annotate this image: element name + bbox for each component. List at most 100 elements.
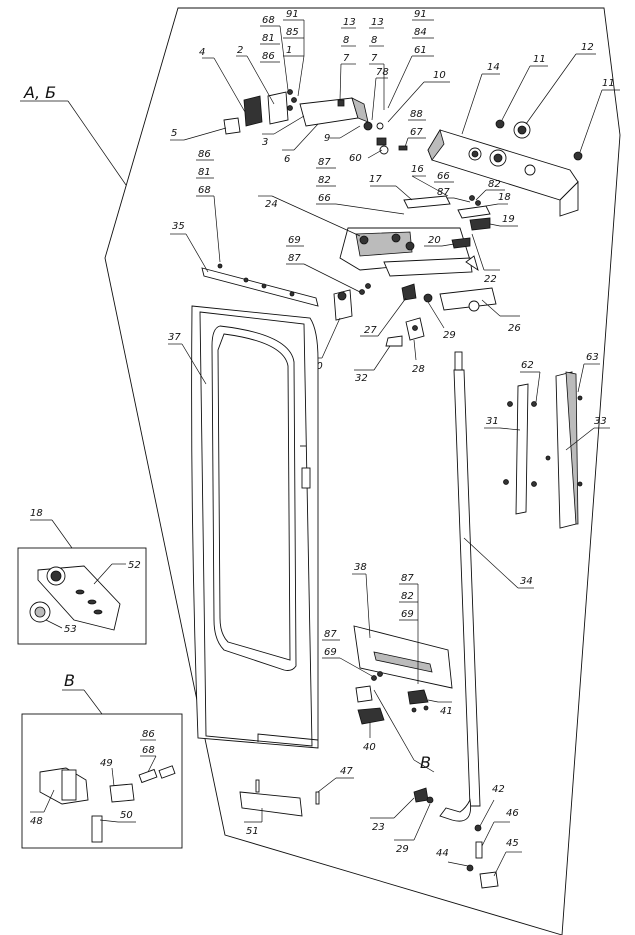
part-35-top-rail [170, 233, 319, 307]
callout-53: 53 [64, 624, 77, 635]
callout-27: 27 [364, 325, 377, 336]
callout-61: 61 [414, 45, 427, 56]
main-view-boundary [104, 7, 621, 935]
callout-52: 52 [128, 560, 141, 571]
part-24-lock-mechanism [258, 195, 473, 277]
part-4-cover [202, 57, 263, 127]
callout-88: 88 [410, 109, 423, 120]
part-5-small-plate [170, 117, 241, 141]
callout-50: 50 [120, 810, 133, 821]
callout-26: 26 [508, 323, 521, 334]
callout-9: 9 [324, 133, 330, 144]
callout-87d: 87 [401, 573, 414, 584]
callout-5: 5 [171, 128, 177, 139]
callout-13: 13 [343, 17, 356, 28]
callout-87e: 87 [324, 629, 337, 640]
callout-31: 31 [486, 416, 499, 427]
callout-82b: 82 [318, 175, 331, 186]
callout-86b: 86 [198, 149, 211, 160]
callout-7b: 7 [371, 53, 378, 64]
part-30-latch [310, 289, 353, 359]
callout-7: 7 [343, 53, 350, 64]
callout-11b: 11 [602, 78, 615, 89]
callout-3: 3 [262, 137, 268, 148]
callout-4: 4 [199, 47, 205, 58]
callout-69c: 69 [324, 647, 337, 658]
callout-32: 32 [355, 373, 368, 384]
callout-29: 29 [443, 330, 456, 341]
callout-44: 44 [436, 848, 449, 859]
part-37-door-leaf [168, 305, 319, 749]
callout-45: 45 [506, 838, 519, 849]
callout-6: 6 [284, 154, 290, 165]
callout-35: 35 [172, 221, 185, 232]
callout-37: 37 [168, 332, 181, 343]
callout-81: 81 [262, 33, 275, 44]
callout-23: 23 [372, 822, 385, 833]
screws-68-81-86 [287, 89, 297, 111]
callout-86: 86 [262, 51, 275, 62]
callout-91b: 91 [414, 9, 427, 20]
callout-28: 28 [412, 364, 425, 375]
part-26-rod-end [439, 287, 520, 317]
callout-29b: 29 [396, 844, 409, 855]
callout-40: 40 [363, 742, 376, 753]
callout-47: 47 [340, 766, 353, 777]
callout-87b: 87 [318, 157, 331, 168]
callout-8b: 8 [371, 35, 377, 46]
callout-85: 85 [286, 27, 299, 38]
callout-20: 20 [428, 235, 441, 246]
view-label-ab: А, Б [23, 83, 56, 102]
callout-17: 17 [369, 174, 382, 185]
callout-24: 24 [265, 199, 278, 210]
detail-18-label: 18 [30, 508, 43, 519]
part-33-side-panel [545, 371, 610, 529]
part-38-lower-plate [352, 573, 453, 689]
detail-b: В 48 49 86 68 50 [21, 671, 183, 849]
callout-67: 67 [410, 127, 423, 138]
detail-b-label: В [64, 671, 75, 690]
part-2-plate [236, 55, 289, 125]
callout-1: 1 [286, 45, 292, 56]
callout-69: 69 [288, 235, 301, 246]
callout-62: 62 [521, 360, 534, 371]
callout-82: 82 [488, 179, 501, 190]
callout-42: 42 [492, 784, 505, 795]
callout-41: 41 [440, 706, 453, 717]
callout-10: 10 [433, 70, 446, 81]
callout-66: 66 [437, 171, 450, 182]
callout-66b: 66 [318, 193, 331, 204]
callout-38: 38 [354, 562, 367, 573]
callout-63: 63 [586, 352, 599, 363]
callout-48: 48 [30, 816, 43, 827]
callout-22: 22 [484, 274, 497, 285]
callout-46: 46 [506, 808, 519, 819]
callout-11: 11 [533, 54, 546, 65]
part-14-inner-handle-panel [427, 73, 579, 217]
part-6-lock-body [282, 97, 369, 151]
callout-33: 33 [594, 416, 607, 427]
callout-84: 84 [414, 27, 427, 38]
callout-34: 34 [520, 576, 533, 587]
callout-12: 12 [581, 42, 594, 53]
callout-86c: 86 [142, 729, 155, 740]
callout-87c: 87 [288, 253, 301, 264]
callout-49: 49 [100, 758, 113, 769]
view-marker-b: В [420, 753, 431, 772]
callout-78: 78 [376, 67, 389, 78]
callout-82c: 82 [401, 591, 414, 602]
detail-18: 18 52 53 [17, 508, 147, 645]
callout-14: 14 [487, 62, 500, 73]
callout-19: 19 [502, 214, 515, 225]
callout-18: 18 [498, 192, 511, 203]
callout-68c: 68 [142, 745, 155, 756]
callout-60: 60 [349, 153, 362, 164]
callout-69b: 69 [401, 609, 414, 620]
part-34-rod [439, 351, 534, 822]
callout-91: 91 [286, 9, 299, 20]
callout-51: 51 [246, 826, 259, 837]
callout-87: 87 [437, 187, 450, 198]
callout-2: 2 [237, 45, 243, 56]
callout-16: 16 [411, 164, 424, 175]
callout-68b: 68 [198, 185, 211, 196]
